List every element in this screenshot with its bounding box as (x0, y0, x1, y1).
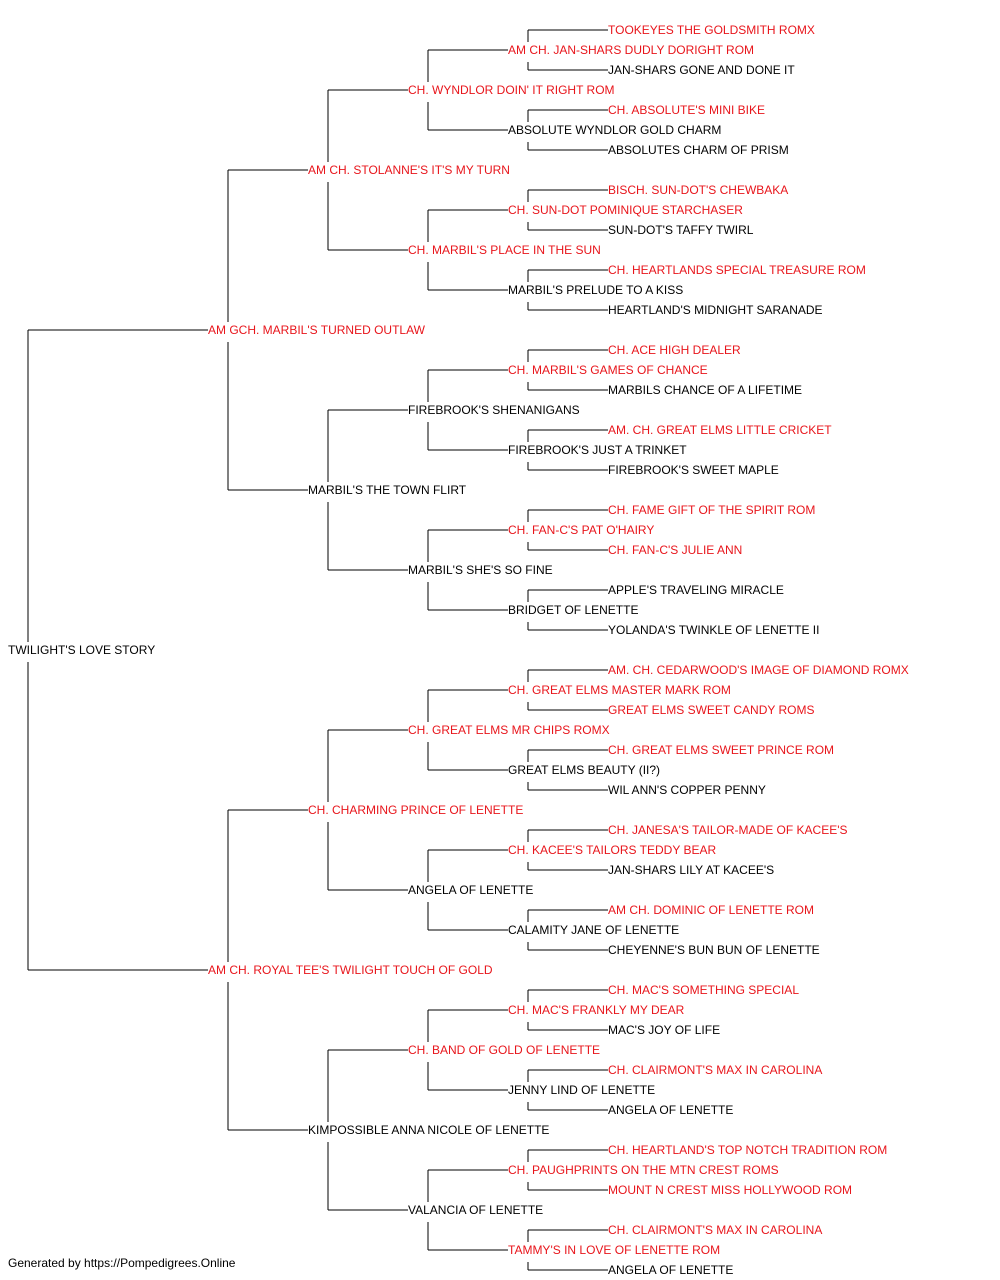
dog-name-root-s-d: MARBIL'S THE TOWN FLIRT (308, 483, 467, 497)
footer-credit: Generated by https://Pompedigrees.Online (8, 1256, 236, 1270)
dog-name-root-d-d-s-d-d: ANGELA OF LENETTE (608, 1103, 733, 1117)
dog-name-root-d-d-s: CH. BAND OF GOLD OF LENETTE (408, 1043, 600, 1057)
dog-name-root-s-d-s-d-d: FIREBROOK'S SWEET MAPLE (608, 463, 779, 477)
dog-name-root-d-d: KIMPOSSIBLE ANNA NICOLE OF LENETTE (308, 1123, 549, 1137)
dog-name-root-s-d-d: MARBIL'S SHE'S SO FINE (408, 563, 553, 577)
dog-name-root-d-d-d-d-s: CH. CLAIRMONT'S MAX IN CAROLINA (608, 1223, 822, 1237)
dog-name-root-d-d-s-s-d: MAC'S JOY OF LIFE (608, 1023, 720, 1037)
dog-name-root-d-s-d-s: CH. KACEE'S TAILORS TEDDY BEAR (508, 843, 716, 857)
dog-name-root-d-s-s-d-s: CH. GREAT ELMS SWEET PRINCE ROM (608, 743, 834, 757)
dog-name-root-d-d-s-d-s: CH. CLAIRMONT'S MAX IN CAROLINA (608, 1063, 822, 1077)
dog-name-root-d-s-s-s-s: AM. CH. CEDARWOOD'S IMAGE OF DIAMOND ROM… (608, 663, 909, 677)
dog-name-root-s-s-s-d-d: ABSOLUTES CHARM OF PRISM (608, 143, 789, 157)
dog-name-root-d-d-d: VALANCIA OF LENETTE (408, 1203, 543, 1217)
dog-name-root-d-s-s-d-d: WIL ANN'S COPPER PENNY (608, 783, 766, 797)
dog-name-root-s-s-d-s-s: BISCH. SUN-DOT'S CHEWBAKA (608, 183, 788, 197)
dog-name-root-d-s-s: CH. GREAT ELMS MR CHIPS ROMX (408, 723, 610, 737)
dog-name-root-s-d-d-d-s: APPLE'S TRAVELING MIRACLE (608, 583, 784, 597)
dog-name-root-s-s-d: CH. MARBIL'S PLACE IN THE SUN (408, 243, 601, 257)
dog-name-root-s-d-s-s-d: MARBILS CHANCE OF A LIFETIME (608, 383, 802, 397)
dog-name-root-s-d-s-s: CH. MARBIL'S GAMES OF CHANCE (508, 363, 708, 377)
dog-name-root-s-d-s-s-s: CH. ACE HIGH DEALER (608, 343, 741, 357)
dog-name-root-s-s-s-s-s: TOOKEYES THE GOLDSMITH ROMX (608, 23, 815, 37)
dog-name-root-d: AM CH. ROYAL TEE'S TWILIGHT TOUCH OF GOL… (208, 963, 493, 977)
dog-name-root-s-d-s: FIREBROOK'S SHENANIGANS (408, 403, 580, 417)
dog-name-root-d-d-s-d: JENNY LIND OF LENETTE (508, 1083, 655, 1097)
dog-name-root-d-s-d-d-d: CHEYENNE'S BUN BUN OF LENETTE (608, 943, 820, 957)
dog-name-root-d-d-d-s-d: MOUNT N CREST MISS HOLLYWOOD ROM (608, 1183, 852, 1197)
dog-name-root-s-s-s-d: ABSOLUTE WYNDLOR GOLD CHARM (508, 123, 721, 137)
dog-name-root-s-d-d-s: CH. FAN-C'S PAT O'HAIRY (508, 523, 654, 537)
dog-name-root-s-d-s-d-s: AM. CH. GREAT ELMS LITTLE CRICKET (608, 423, 832, 437)
dog-name-root-s-s-s: CH. WYNDLOR DOIN' IT RIGHT ROM (408, 83, 615, 97)
dog-name-root-s-s-d-d-d: HEARTLAND'S MIDNIGHT SARANADE (608, 303, 823, 317)
dog-name-root-s-d-d-d-d: YOLANDA'S TWINKLE OF LENETTE II (608, 623, 819, 637)
dog-name-root-s-s: AM CH. STOLANNE'S IT'S MY TURN (308, 163, 510, 177)
dog-name-root-d-s-d-d: CALAMITY JANE OF LENETTE (508, 923, 679, 937)
dog-name-root-s-s-s-s: AM CH. JAN-SHARS DUDLY DORIGHT ROM (508, 43, 754, 57)
dog-name-root-d-s-d: ANGELA OF LENETTE (408, 883, 533, 897)
dog-name-root-d-d-s-s: CH. MAC'S FRANKLY MY DEAR (508, 1003, 685, 1017)
dog-name-root-d-s-s-s-d: GREAT ELMS SWEET CANDY ROMS (608, 703, 814, 717)
dog-name-root-s-d-s-d: FIREBROOK'S JUST A TRINKET (508, 443, 687, 457)
dog-name-root-s-s-s-s-d: JAN-SHARS GONE AND DONE IT (608, 63, 795, 77)
dog-name-root-d-d-s-s-s: CH. MAC'S SOMETHING SPECIAL (608, 983, 799, 997)
dog-name-root-s-s-d-d: MARBIL'S PRELUDE TO A KISS (508, 283, 683, 297)
dog-name-root-s: AM GCH. MARBIL'S TURNED OUTLAW (208, 323, 426, 337)
dog-name-root-d-d-d-d: TAMMY'S IN LOVE OF LENETTE ROM (508, 1243, 720, 1257)
dog-name-root-d-s-s-d: GREAT ELMS BEAUTY (II?) (508, 763, 660, 777)
dog-name-root-d-d-d-d-d: ANGELA OF LENETTE (608, 1263, 733, 1277)
dog-name-root-s-d-d-s-d: CH. FAN-C'S JULIE ANN (608, 543, 742, 557)
dog-name-root-d-s-d-s-d: JAN-SHARS LILY AT KACEE'S (608, 863, 774, 877)
dog-name-root-s-s-d-s-d: SUN-DOT'S TAFFY TWIRL (608, 223, 754, 237)
dog-name-root-d-s-s-s: CH. GREAT ELMS MASTER MARK ROM (508, 683, 731, 697)
dog-name-root-s-s-d-s: CH. SUN-DOT POMINIQUE STARCHASER (508, 203, 743, 217)
dog-name-root-s-d-d-s-s: CH. FAME GIFT OF THE SPIRIT ROM (608, 503, 815, 517)
dog-name-root-d-d-d-s-s: CH. HEARTLAND'S TOP NOTCH TRADITION ROM (608, 1143, 887, 1157)
dog-name-root-d-s-d-d-s: AM CH. DOMINIC OF LENETTE ROM (608, 903, 814, 917)
dog-name-root: TWILIGHT'S LOVE STORY (8, 643, 155, 657)
dog-name-root-d-s-d-s-s: CH. JANESA'S TAILOR-MADE OF KACEE'S (608, 823, 848, 837)
dog-name-root-d-d-d-s: CH. PAUGHPRINTS ON THE MTN CREST ROMS (508, 1163, 779, 1177)
dog-name-root-s-s-s-d-s: CH. ABSOLUTE'S MINI BIKE (608, 103, 765, 117)
dog-name-root-d-s: CH. CHARMING PRINCE OF LENETTE (308, 803, 523, 817)
dog-name-root-s-d-d-d: BRIDGET OF LENETTE (508, 603, 638, 617)
dog-name-root-s-s-d-d-s: CH. HEARTLANDS SPECIAL TREASURE ROM (608, 263, 866, 277)
